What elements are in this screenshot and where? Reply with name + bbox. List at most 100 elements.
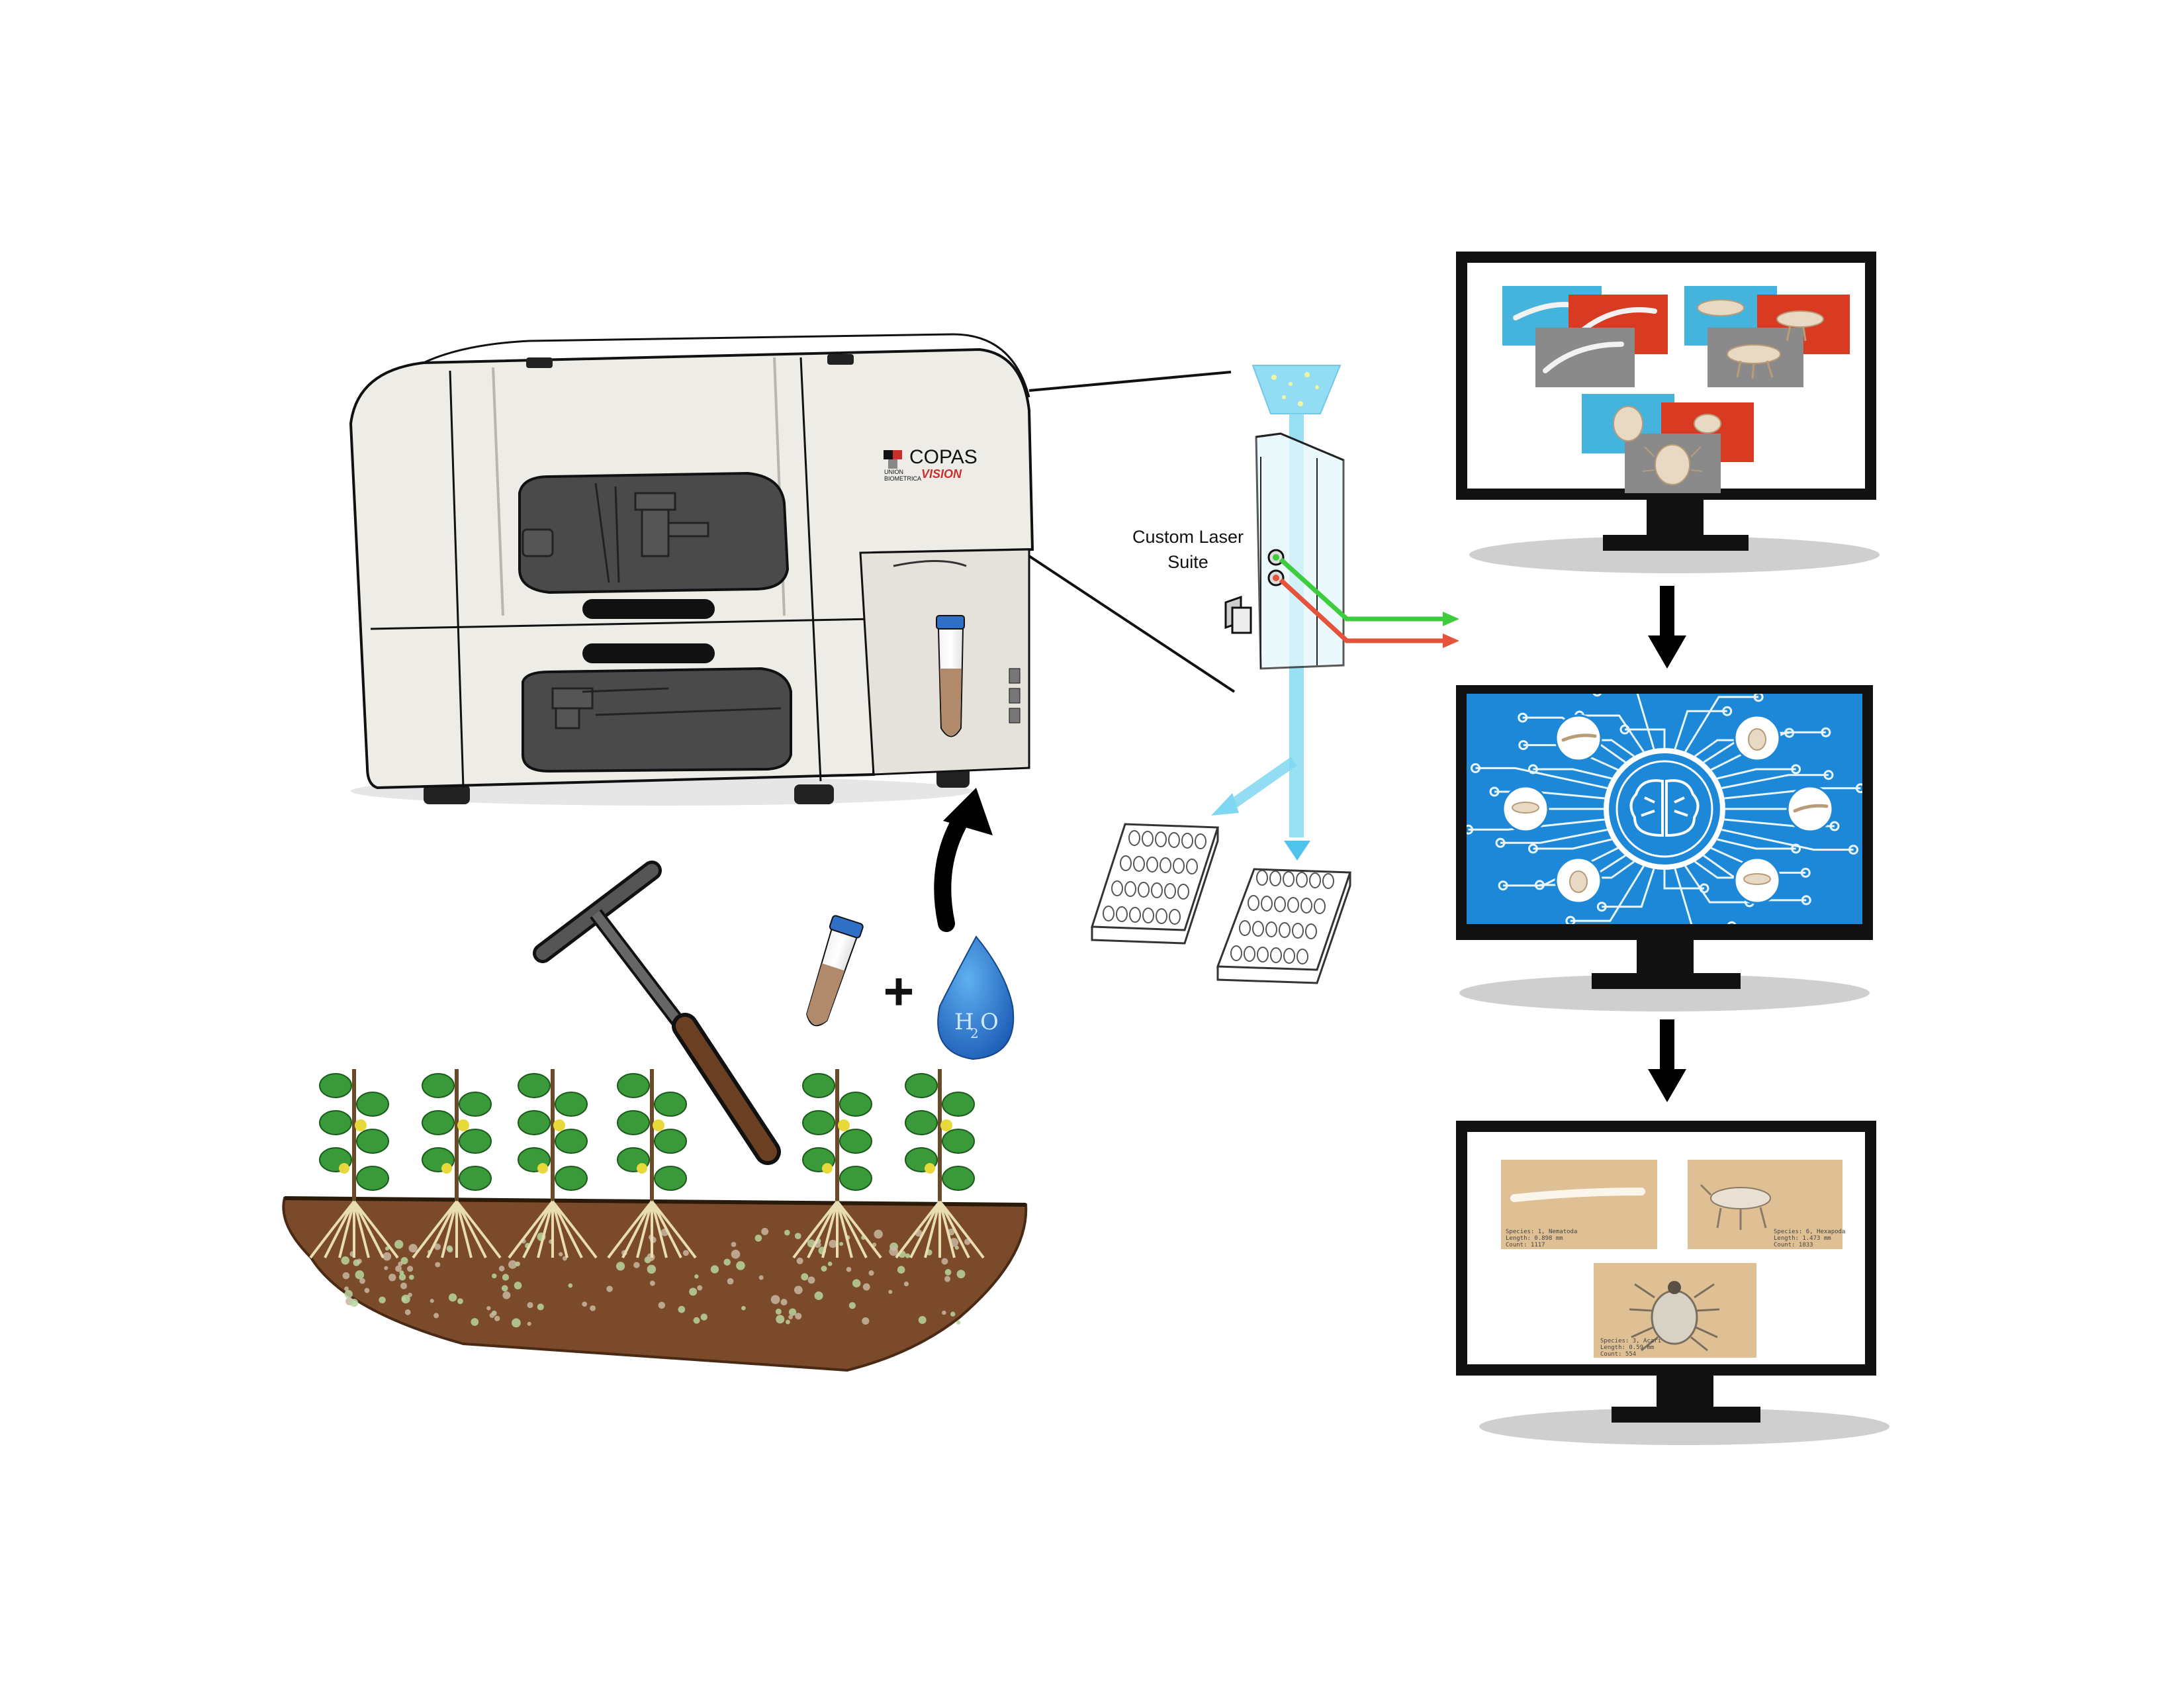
result-count: Count: 1117	[1506, 1242, 1545, 1248]
soil-debris	[400, 1282, 408, 1289]
soil-debris	[796, 1257, 803, 1264]
soil-debris	[408, 1244, 418, 1253]
soil-debris	[888, 1289, 893, 1294]
soil-debris	[770, 1295, 780, 1305]
soil-debris	[633, 1262, 640, 1268]
mite-icon	[1569, 728, 1766, 893]
plant-icon	[508, 1069, 598, 1259]
soil-debris	[344, 1289, 353, 1299]
soil-debris	[344, 1286, 349, 1291]
curved-arrow-icon	[934, 788, 993, 932]
nematode-icon	[1561, 733, 1829, 813]
well-plate-icon	[1090, 823, 1220, 945]
soil-debris	[950, 1311, 956, 1317]
soil-debris	[471, 1318, 479, 1326]
soil-debris	[353, 1259, 360, 1266]
soil-debris	[400, 1257, 408, 1264]
soil-debris	[736, 1261, 745, 1270]
soil-debris	[801, 1273, 809, 1281]
soil-debris	[408, 1274, 414, 1280]
soil-debris	[388, 1274, 396, 1282]
brain-icon	[1629, 779, 1700, 837]
soil-debris	[537, 1303, 544, 1311]
soil-debris	[775, 1308, 782, 1315]
laser-suite-label-line1: Custom Laser	[1132, 527, 1244, 547]
water-formula-sub: 2	[970, 1025, 979, 1041]
result-species: Species: 6, Hexapoda	[1774, 1229, 1845, 1235]
copas-instrument: UNION BIOMETRICA COPAS VISION	[349, 333, 1034, 806]
soil-debris	[502, 1291, 511, 1299]
plant-icon	[412, 1069, 502, 1259]
soil-debris	[559, 1252, 563, 1256]
flow-cell: Custom Laser Suite	[1132, 365, 1459, 861]
soil-debris	[944, 1276, 951, 1282]
soil-debris	[761, 1227, 769, 1235]
soil-debris	[501, 1285, 508, 1291]
soil-debris	[780, 1299, 788, 1306]
soil-debris	[349, 1298, 359, 1307]
soil-debris	[829, 1239, 837, 1248]
soil-debris	[514, 1282, 522, 1289]
soil-debris	[606, 1286, 613, 1292]
sample-tube-icon	[806, 915, 864, 1027]
soil-debris	[956, 1320, 961, 1325]
soil-debris	[723, 1258, 731, 1266]
arrow-down-icon	[1648, 586, 1686, 669]
soil-debris	[795, 1313, 802, 1320]
plant-icon	[792, 1069, 882, 1259]
soil-debris	[731, 1249, 741, 1259]
well-plate-icon	[1216, 868, 1352, 984]
soil-debris	[434, 1243, 441, 1250]
soil-debris	[341, 1256, 350, 1265]
soil-debris	[848, 1302, 856, 1309]
zoom-line-bottom	[1028, 555, 1236, 693]
soil-debris	[846, 1266, 852, 1272]
result-card-nematode: Species: 1, Nematoda Length: 0.898 mm Co…	[1501, 1160, 1657, 1249]
plant-icon	[309, 1069, 399, 1259]
water-formula-o: O	[980, 1009, 999, 1035]
soil-probe-icon	[533, 861, 781, 1165]
soil-debris	[918, 1316, 927, 1325]
soil-debris	[758, 1275, 764, 1280]
soil-debris	[941, 1258, 948, 1265]
soil-debris	[448, 1293, 457, 1302]
soil-debris	[355, 1270, 365, 1280]
result-count: Count: 554	[1600, 1351, 1636, 1358]
soil-debris	[942, 1310, 946, 1315]
soil-debris	[905, 1253, 911, 1258]
soil-debris	[868, 1270, 874, 1276]
water-drop-icon: H 2 O	[937, 935, 1015, 1060]
soil-debris	[862, 1317, 870, 1325]
soil-debris	[492, 1273, 497, 1279]
springtail-thumbnails	[1684, 286, 1850, 387]
springtail-icon	[1512, 802, 1771, 885]
soil-debris	[489, 1313, 495, 1319]
soil-debris	[788, 1308, 797, 1316]
soil-debris	[852, 1279, 861, 1288]
soil-debris	[590, 1305, 596, 1311]
soil-debris	[954, 1245, 959, 1250]
soil-debris	[615, 1262, 625, 1271]
soil-debris	[700, 1313, 707, 1321]
soil-bed	[282, 1069, 1028, 1372]
soil-debris	[786, 1319, 790, 1325]
soil-debris	[731, 1242, 737, 1247]
soil-debris	[359, 1278, 365, 1284]
water-formula-h: H	[954, 1009, 974, 1035]
soil-debris	[394, 1240, 404, 1249]
soil-debris	[694, 1274, 699, 1279]
soil-debris	[512, 1318, 521, 1328]
soil-debris	[383, 1252, 392, 1261]
nematode-thumbnails	[1502, 286, 1668, 387]
soil-debris	[678, 1305, 686, 1313]
soil-debris	[788, 1315, 794, 1320]
logo-brand-line1: UNION	[884, 469, 903, 475]
soil-debris	[889, 1246, 899, 1256]
soil-debris	[407, 1266, 414, 1272]
result-count: Count: 1833	[1774, 1242, 1813, 1248]
soil-debris	[794, 1286, 803, 1295]
logo-model: COPAS	[909, 446, 978, 468]
soil-debris	[658, 1301, 666, 1309]
soil-debris	[568, 1283, 573, 1288]
